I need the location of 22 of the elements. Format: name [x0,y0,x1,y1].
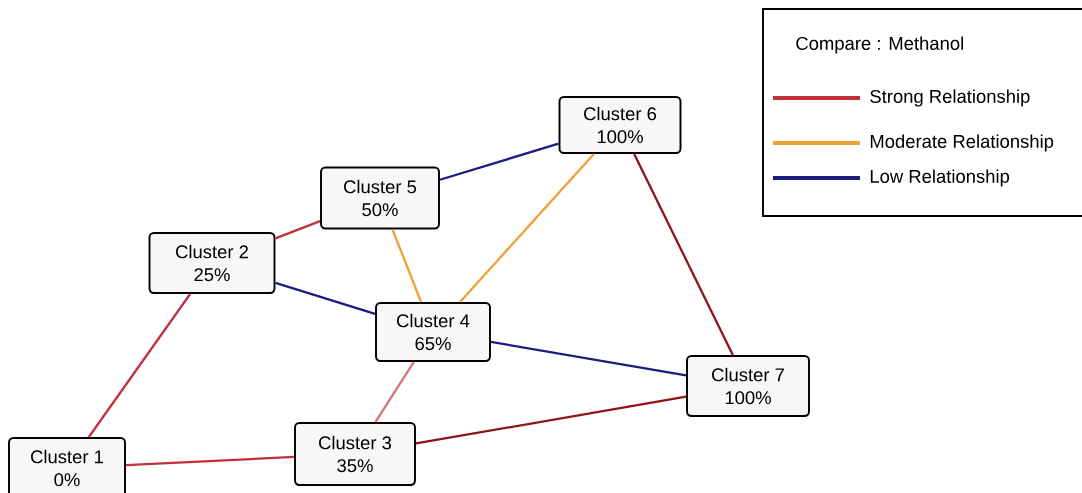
legend-label: Strong Relationship [870,89,1030,107]
connector-line [391,229,423,303]
connector-line [459,153,595,303]
legend-label: Moderate Relationship [870,134,1054,152]
cluster-box: Cluster 3 35% [294,422,416,486]
legend-label: Low Relationship [870,169,1010,187]
connector-line [415,395,687,445]
connector-line [125,455,295,467]
cluster-box: Cluster 6 100% [558,96,682,154]
cluster-box: Cluster 7 100% [686,355,810,417]
connector-line [490,340,687,377]
legend-title: Compare : Methanol [796,36,963,54]
connector-line [275,281,376,315]
connector-line [275,220,321,240]
connector-line [374,361,415,423]
connector-line [633,153,734,356]
cluster-box: Cluster 4 65% [375,302,491,362]
connector-line [439,142,559,181]
connector-line [87,293,192,438]
cluster-box: Cluster 1 0% [8,437,126,493]
cluster-box: Cluster 5 50% [320,166,440,230]
cluster-box: Cluster 2 25% [148,232,276,294]
